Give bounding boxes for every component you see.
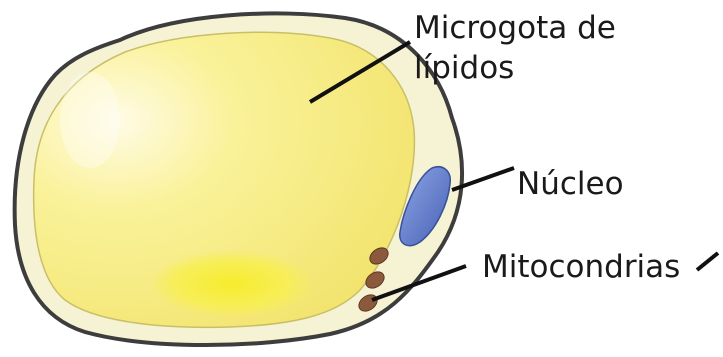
lipid-droplet-label: Microgota de lípidos (414, 8, 616, 88)
extra-leader-line (697, 253, 718, 270)
lipid-highlight (60, 72, 120, 168)
nucleus-label: Núcleo (517, 164, 624, 204)
mitochondria-label: Mitocondrias (482, 247, 680, 287)
lipid-label-line-1: Microgota de (414, 8, 616, 48)
lipid-label-line-2: lípidos (414, 48, 616, 88)
lipid-bright-spot (150, 250, 314, 318)
